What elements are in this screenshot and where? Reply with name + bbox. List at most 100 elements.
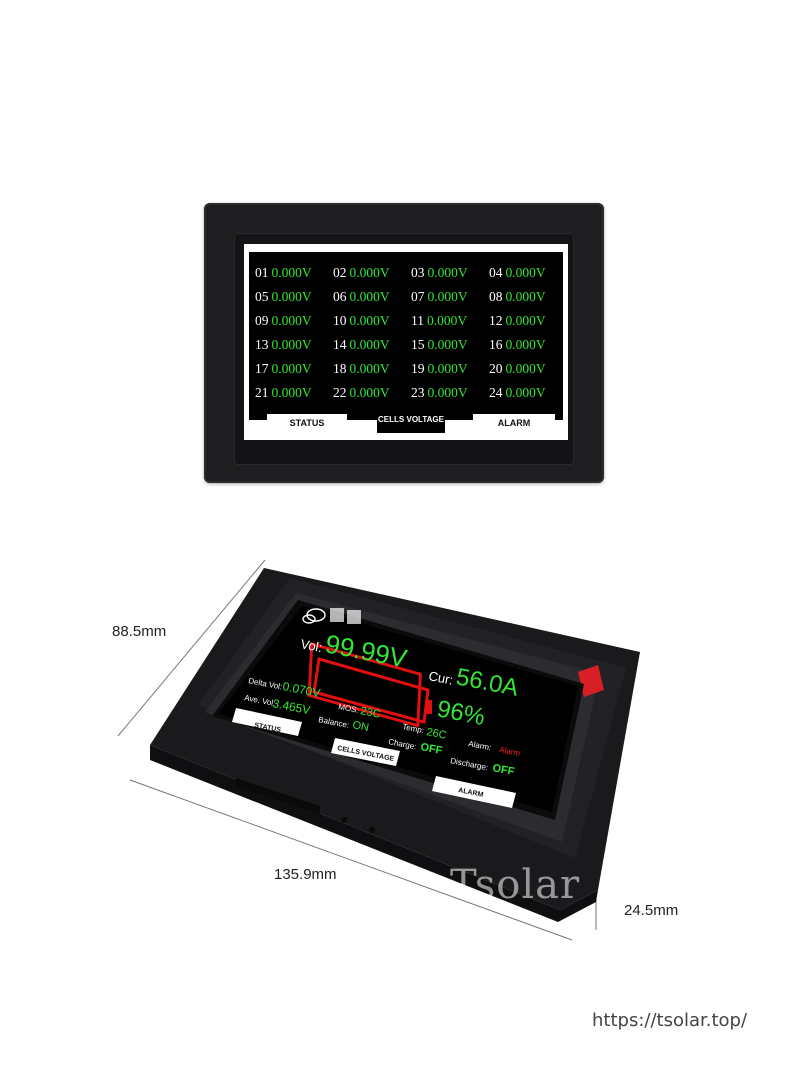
cell-voltage-value: 0.000V <box>505 289 546 304</box>
cell-voltage-value: 0.000V <box>271 265 312 280</box>
mos-value: 23C <box>359 705 381 721</box>
cell-voltage-value: 0.000V <box>271 337 312 352</box>
cell-voltage-value: 0.000V <box>349 361 390 376</box>
side-hole <box>341 817 347 823</box>
alarm-label: Alarm: <box>468 739 492 752</box>
cell-voltage-value: 0.000V <box>505 385 546 400</box>
cell-number: 20 <box>489 361 503 376</box>
mos-label: MOS: <box>338 702 360 715</box>
brand-logo-glyph <box>330 608 344 622</box>
cell-voltage-value: 0.000V <box>349 385 390 400</box>
discharge-value: OFF <box>491 762 515 778</box>
cell-voltage-value: 0.000V <box>349 265 390 280</box>
brand-logo-glyph <box>347 610 361 624</box>
cell-number: 18 <box>333 361 347 376</box>
cell-number: 24 <box>489 385 503 400</box>
cell-number: 01 <box>255 265 269 280</box>
red-corner-tab <box>578 665 604 697</box>
battery-outline <box>307 642 422 728</box>
temp-value: 26C <box>425 726 447 742</box>
cell-number: 21 <box>255 385 269 400</box>
cell-voltage-value: 0.000V <box>427 313 468 328</box>
height-dimension-line <box>117 559 266 737</box>
tab-alarm[interactable]: ALARM <box>473 414 555 433</box>
side-hole <box>369 827 375 833</box>
cell-voltage-value: 0.000V <box>271 289 312 304</box>
width-dimension-line <box>129 779 573 941</box>
cell-voltage-value: 0.000V <box>505 361 546 376</box>
balance-value: ON <box>351 719 370 734</box>
cell-voltage-value: 0.000V <box>505 313 546 328</box>
cell-voltage-value: 0.000V <box>349 313 390 328</box>
cell-number: 06 <box>333 289 347 304</box>
tab-alarm-bg[interactable] <box>432 776 516 808</box>
tab-alarm[interactable]: ALARM <box>458 787 484 799</box>
cell-number: 17 <box>255 361 269 376</box>
source-url: https://tsolar.top/ <box>592 1010 748 1031</box>
depth-dimension-label: 24.5mm <box>624 902 679 919</box>
cell-number: 22 <box>333 385 347 400</box>
cloud-logo-icon <box>302 608 326 624</box>
cell-number: 09 <box>255 313 269 328</box>
tab-status[interactable]: STATUS <box>267 414 347 433</box>
cell-number: 13 <box>255 337 269 352</box>
cell-number: 16 <box>489 337 503 352</box>
cell-number: 11 <box>411 313 424 328</box>
cell-number: 03 <box>411 265 425 280</box>
charge-value: OFF <box>419 741 443 757</box>
battery-terminal <box>426 700 432 714</box>
cell-voltage-value: 0.000V <box>427 337 468 352</box>
height-dimension-label: 88.5mm <box>112 623 167 640</box>
cell-voltage-value: 0.000V <box>427 361 468 376</box>
cell-number: 04 <box>489 265 503 280</box>
tab-status-bg[interactable] <box>232 708 302 736</box>
cell-number: 14 <box>333 337 347 352</box>
cell-number: 08 <box>489 289 503 304</box>
cell-number: 23 <box>411 385 425 400</box>
cell-voltage-value: 0.000V <box>505 265 546 280</box>
cell-voltage-value: 0.000V <box>427 385 468 400</box>
cell-voltage-value: 0.000V <box>349 337 390 352</box>
width-dimension-label: 135.9mm <box>274 866 337 883</box>
cell-number: 15 <box>411 337 425 352</box>
top-tab-bar: STATUS CELLS VOLTAGE ALARM <box>249 414 563 434</box>
cur-label: Cur: <box>427 668 454 687</box>
cell-number: 07 <box>411 289 425 304</box>
cell-number: 12 <box>489 313 503 328</box>
cell-voltage-value: 0.000V <box>271 385 312 400</box>
temp-label: Temp: <box>402 722 425 735</box>
alarm-value: Alarm <box>499 745 522 758</box>
watermark: Tsolar <box>450 862 581 908</box>
cell-number: 05 <box>255 289 269 304</box>
cell-voltage-value: 0.000V <box>271 313 312 328</box>
cell-voltage-value: 0.000V <box>349 289 390 304</box>
tab-cells-voltage[interactable]: CELLS VOLTAGE <box>377 414 445 433</box>
tab-cells-voltage-bg[interactable] <box>331 738 400 766</box>
cell-voltage-value: 0.000V <box>427 265 468 280</box>
cell-voltage-value: 0.000V <box>427 289 468 304</box>
